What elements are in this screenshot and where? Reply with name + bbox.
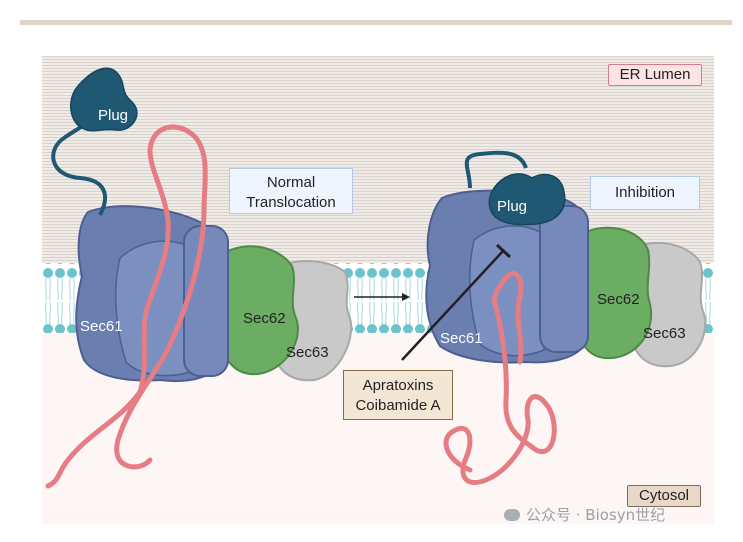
watermark-text: 公众号 · Biosyn世纪 xyxy=(526,506,666,524)
plug-right-label: Plug xyxy=(497,198,527,215)
plug-left xyxy=(70,67,138,132)
sec61-left-label: Sec61 xyxy=(80,318,123,335)
sec63-left-label: Sec63 xyxy=(286,344,329,361)
sec63-right-label: Sec63 xyxy=(643,325,686,342)
inhibition-label: Inhibition xyxy=(590,176,700,210)
cytosol-label: Cytosol xyxy=(627,485,701,507)
normal-label-line-1: Normal xyxy=(266,174,316,191)
wechat-icon xyxy=(504,509,520,521)
plug-left-label: Plug xyxy=(98,107,128,124)
watermark: 公众号 · Biosyn世纪 xyxy=(504,504,665,525)
normal-label-line-2: Translocation xyxy=(246,194,336,211)
inhibitor-drugs-label: Apratoxins Coibamide A xyxy=(343,370,453,420)
er-lumen-label: ER Lumen xyxy=(608,64,702,86)
sec61-right-label: Sec61 xyxy=(440,330,483,347)
inhibition-indicator xyxy=(401,243,512,361)
drug-name-2: Coibamide A xyxy=(355,397,441,414)
plug-right xyxy=(488,173,566,226)
normal-translocation-label: Normal Translocation xyxy=(229,168,353,214)
translocation-arrow xyxy=(354,293,410,301)
top-divider xyxy=(20,20,732,25)
drug-name-1: Apratoxins xyxy=(362,377,434,394)
sec62-left-label: Sec62 xyxy=(243,310,286,327)
sec62-right-label: Sec62 xyxy=(597,291,640,308)
